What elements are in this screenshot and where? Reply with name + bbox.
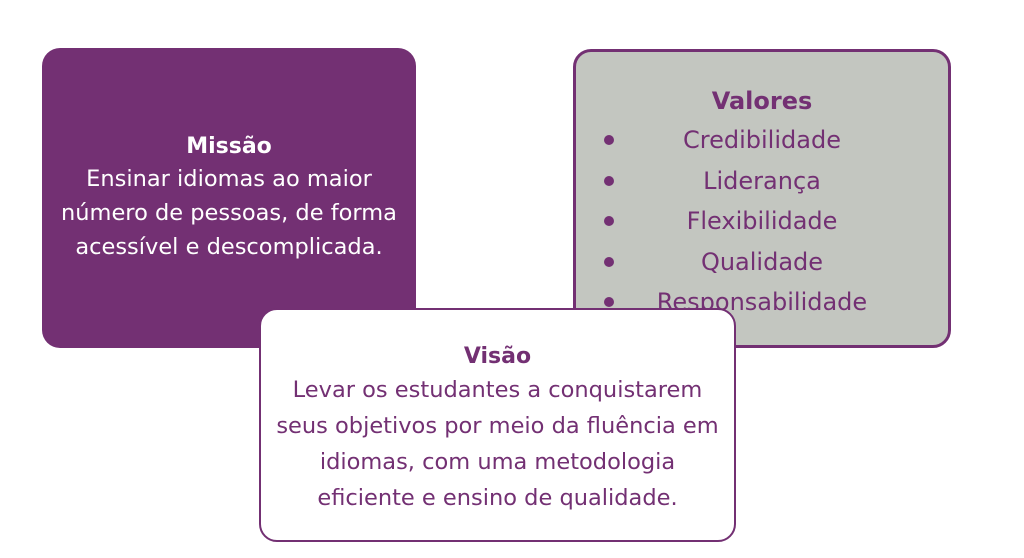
valores-item-label: Credibilidade: [683, 126, 841, 154]
valores-item: Liderança: [576, 161, 948, 202]
visao-line: idiomas, com uma metodologia: [319, 449, 676, 475]
valores-item-label: Qualidade: [700, 247, 824, 276]
bullet-icon: [604, 297, 614, 308]
valores-item-label: Liderança: [703, 166, 821, 195]
valores-list: Credibilidade Liderança Flexibilidade Qu…: [576, 120, 948, 323]
visao-card: Visão Levar os estudantes a conquistarem…: [259, 308, 736, 542]
visao-line: eficiente e ensino de qualidade.: [317, 485, 678, 511]
valores-card: Valores Credibilidade Liderança Flexibil…: [573, 49, 951, 348]
valores-item: Flexibilidade: [576, 201, 948, 242]
visao-text: Levar os estudantes a conquistarem seus …: [261, 372, 734, 516]
missao-line: número de pessoas, de forma: [61, 200, 397, 226]
bullet-icon: [604, 135, 614, 145]
missao-line: Ensinar idiomas ao maior: [86, 166, 372, 192]
missao-card: Missão Ensinar idiomas ao maior número d…: [42, 48, 416, 348]
visao-line: seus objetivos por meio da fluência em: [276, 413, 719, 439]
missao-text: Ensinar idiomas ao maior número de pesso…: [42, 162, 416, 264]
valores-title: Valores: [711, 87, 813, 115]
valores-item: Qualidade: [576, 242, 948, 283]
valores-item-label: Flexibilidade: [686, 207, 838, 236]
visao-title: Visão: [463, 344, 532, 369]
bullet-icon: [604, 216, 614, 227]
valores-item: Credibilidade: [576, 120, 948, 161]
bullet-icon: [604, 256, 614, 267]
visao-line: Levar os estudantes a conquistarem: [292, 377, 703, 403]
missao-title: Missão: [186, 134, 272, 159]
bullet-icon: [604, 175, 614, 186]
missao-line: acessível e descomplicada.: [75, 234, 383, 260]
